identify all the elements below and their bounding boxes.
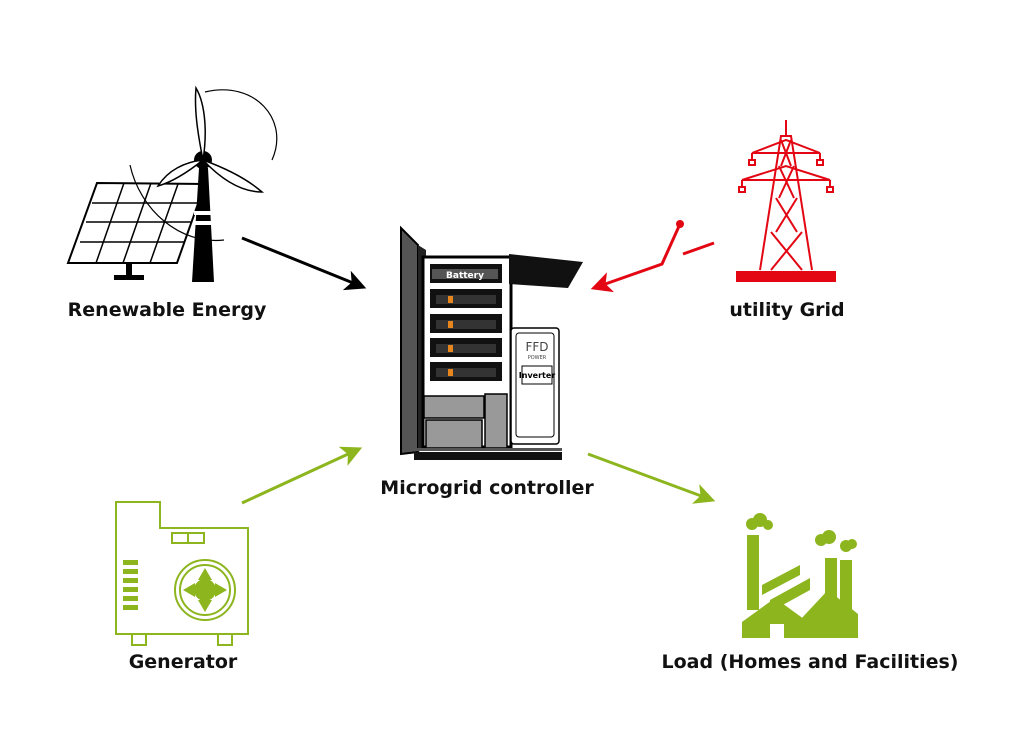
microgrid-controller-icon: Battery FFD POWER Inverter bbox=[400, 225, 583, 460]
inverter-label: Inverter bbox=[519, 371, 556, 380]
inverter-brand-sub: POWER bbox=[528, 355, 547, 361]
generator-label: Generator bbox=[128, 651, 238, 673]
inverter-brand: FFD bbox=[525, 340, 548, 354]
power-tower-icon bbox=[736, 120, 836, 282]
solar-panel-icon bbox=[66, 181, 207, 280]
load-label: Load (Homes and Facilities) bbox=[661, 651, 959, 673]
utility-grid-label: utility Grid bbox=[729, 299, 845, 321]
factory-icon bbox=[742, 513, 858, 638]
renewable-energy-icon bbox=[66, 85, 278, 282]
arrow-renewable-to-controller bbox=[241, 236, 367, 291]
battery-label: Battery bbox=[446, 271, 484, 281]
microgrid-controller-label: Microgrid controller bbox=[380, 477, 594, 499]
generator-icon bbox=[115, 501, 249, 646]
renewable-energy-label: Renewable Energy bbox=[67, 299, 267, 321]
arrow-grid-to-controller bbox=[590, 220, 715, 293]
battery-stack: Battery bbox=[430, 264, 502, 381]
arrow-controller-to-load bbox=[587, 452, 716, 504]
inverter-icon: FFD POWER Inverter bbox=[510, 327, 560, 445]
wind-turbine-icon bbox=[129, 85, 278, 282]
arrow-generator-to-controller bbox=[241, 446, 363, 505]
